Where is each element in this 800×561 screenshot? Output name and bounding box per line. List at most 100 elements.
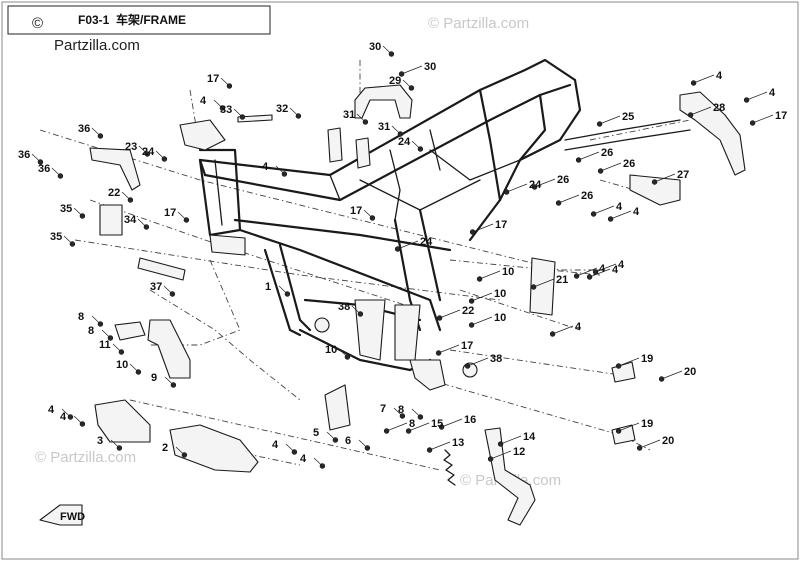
leader-line: [363, 209, 373, 219]
callout-number: 17: [164, 207, 176, 219]
callout-number: 22: [108, 187, 120, 199]
diagram-code: F03-1: [78, 13, 110, 27]
callout-number: 8: [78, 311, 84, 323]
callout-number: 31: [343, 109, 355, 121]
leader-line: [552, 325, 574, 335]
leader-line: [356, 113, 366, 123]
callout-number: 13: [452, 437, 464, 449]
callout-number: 9: [151, 372, 157, 384]
callout-number: 24: [420, 236, 433, 248]
leader-line: [467, 357, 489, 367]
main-frame: [198, 58, 582, 372]
leader-line: [338, 348, 348, 358]
leader-line: [752, 114, 774, 124]
leader-line: [155, 150, 165, 160]
leader-line: [391, 125, 401, 135]
leader-line: [439, 309, 461, 319]
callout-number: 4: [633, 206, 640, 218]
callout-number: 16: [464, 414, 476, 426]
callout-number: 24: [398, 136, 411, 148]
fwd-label: FWD: [60, 511, 85, 523]
leader-line: [112, 343, 122, 353]
callout-number: 17: [461, 340, 473, 352]
callout-number: 24: [529, 179, 542, 191]
callout-number: 4: [716, 70, 723, 82]
callout-number: 6: [345, 435, 351, 447]
callout-number: 4: [616, 201, 623, 213]
leader-line: [693, 74, 715, 84]
leader-line: [429, 441, 451, 451]
callout-number: 14: [523, 431, 536, 443]
callout-number: 24: [142, 146, 155, 158]
leader-line: [163, 285, 173, 295]
leader-line: [177, 211, 187, 221]
leader-line: [441, 418, 463, 428]
callout-number: 21: [556, 274, 568, 286]
leader-line: [233, 108, 243, 118]
callout-number: 26: [623, 158, 635, 170]
leader-line: [351, 305, 361, 315]
callout-number: 4: [200, 95, 207, 107]
leader-line: [129, 363, 139, 373]
leader-line: [578, 151, 600, 161]
leader-line: [490, 450, 512, 460]
leader-line: [110, 439, 120, 449]
callout-number: 10: [325, 344, 337, 356]
leader-line: [471, 292, 493, 302]
leader-line: [500, 435, 522, 445]
callout-number: 27: [677, 169, 689, 181]
leader-line: [472, 223, 494, 233]
leader-line: [618, 357, 640, 367]
callout-number: 5: [313, 427, 319, 439]
leader-line: [91, 315, 101, 325]
leader-line: [138, 145, 148, 155]
callout-number: 22: [462, 305, 474, 317]
leader-line: [690, 106, 712, 116]
callout-number: 34: [124, 214, 137, 226]
leader-line: [618, 422, 640, 432]
leader-line: [593, 205, 615, 215]
leader-line: [326, 431, 336, 441]
callout-number: 8: [398, 404, 404, 416]
callout-number: 17: [207, 73, 219, 85]
callout-number: 29: [389, 75, 401, 87]
leader-line: [534, 178, 556, 188]
leader-line: [599, 115, 621, 125]
leader-line: [506, 183, 528, 193]
fwd-arrow-icon: [39, 504, 83, 526]
leader-line: [600, 162, 622, 172]
leader-line: [746, 91, 768, 101]
callout-number: 4: [60, 411, 67, 423]
callout-number: 26: [557, 174, 569, 186]
callout-number: 35: [50, 231, 62, 243]
callout-number: 33: [220, 104, 232, 116]
callout-number: 10: [494, 312, 506, 324]
leader-line: [397, 240, 419, 250]
leader-line: [164, 376, 174, 386]
callout-number: 11: [99, 339, 111, 351]
diagram-title: 车架/FRAME: [116, 12, 186, 27]
callout-number: 37: [150, 281, 162, 293]
leader-line: [479, 270, 501, 280]
leader-line: [393, 407, 403, 417]
callout-number: 10: [116, 359, 128, 371]
callout-number: 17: [350, 205, 362, 217]
leader-line: [408, 422, 430, 432]
leader-line: [576, 267, 598, 277]
title-block: F03-1 车架/FRAME: [7, 5, 271, 35]
callout-number: 4: [48, 404, 55, 416]
callout-number: 4: [575, 321, 582, 333]
callout-leaders: [31, 45, 774, 467]
leader-line: [401, 65, 423, 75]
leader-line: [661, 370, 683, 380]
callout-number: 4: [300, 453, 307, 465]
callout-number: 36: [38, 163, 50, 175]
callout-number: 25: [622, 111, 634, 123]
leader-line: [275, 165, 285, 175]
leader-line: [610, 210, 632, 220]
callout-number: 19: [641, 353, 653, 365]
callout-number: 10: [502, 266, 514, 278]
brand-name: Partzilla.com: [54, 37, 140, 54]
